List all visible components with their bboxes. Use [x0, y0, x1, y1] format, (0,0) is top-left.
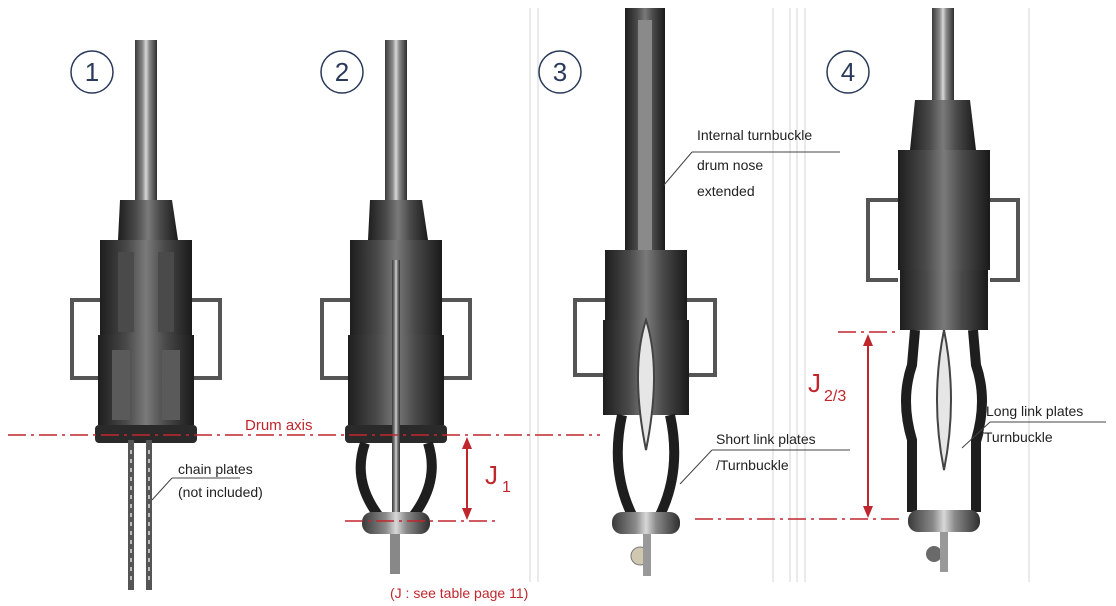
step-3-number: 3: [553, 57, 567, 87]
step-3-marker: 3: [538, 50, 582, 94]
step-4-number: 4: [841, 57, 855, 87]
step-2-number: 2: [335, 57, 349, 87]
internal-turnbuckle-label-line1: Internal turnbuckle: [697, 127, 812, 143]
callout-short-link-plates: Short link plates /Turnbuckle: [679, 431, 850, 485]
assembly-3: [573, 8, 717, 576]
internal-turnbuckle-label-line3: extended: [697, 183, 755, 199]
j1-dimension: J 1: [462, 437, 511, 520]
long-link-plates-label-line2: /Turnbuckle: [980, 429, 1053, 445]
short-link-plates-label-line2: /Turnbuckle: [716, 457, 789, 473]
j1-subscript: 1: [502, 479, 511, 496]
step-1-marker: 1: [70, 50, 114, 94]
chain-plates-label-line2: (not included): [178, 484, 263, 500]
callout-chain-plates: chain plates (not included): [151, 461, 263, 501]
step-4-marker: 4: [826, 50, 870, 94]
step-4-circle: [826, 50, 870, 94]
background-lines: [529, 8, 1030, 582]
step-1-circle: [70, 50, 114, 94]
step-1-number: 1: [85, 57, 99, 87]
drum-axis-label: Drum axis: [245, 417, 313, 434]
j23-label: J: [808, 368, 821, 398]
step-3-circle: [538, 50, 582, 94]
callout-long-link-plates: Long link plates /Turnbuckle: [961, 403, 1106, 449]
internal-turnbuckle-label-line2: drum nose: [697, 157, 763, 173]
reference-lines: [8, 331, 900, 522]
assembly-4: [866, 8, 1020, 572]
j-table-note: (J : see table page 11): [390, 585, 528, 601]
step-2-marker: 2: [320, 50, 364, 94]
callout-internal-turnbuckle: Internal turnbuckle drum nose extended: [663, 127, 840, 199]
step-2-circle: [320, 50, 364, 94]
assembly-1: [70, 40, 222, 590]
j1-label: J: [485, 460, 498, 490]
long-link-plates-label-line1: Long link plates: [986, 403, 1083, 419]
j23-subscript: 2/3: [824, 388, 846, 405]
j23-dimension: J 2/3: [808, 334, 873, 518]
short-link-plates-label-line1: Short link plates: [716, 431, 816, 447]
assembly-2: [320, 40, 472, 574]
chain-plates-label-line1: chain plates: [178, 461, 253, 477]
